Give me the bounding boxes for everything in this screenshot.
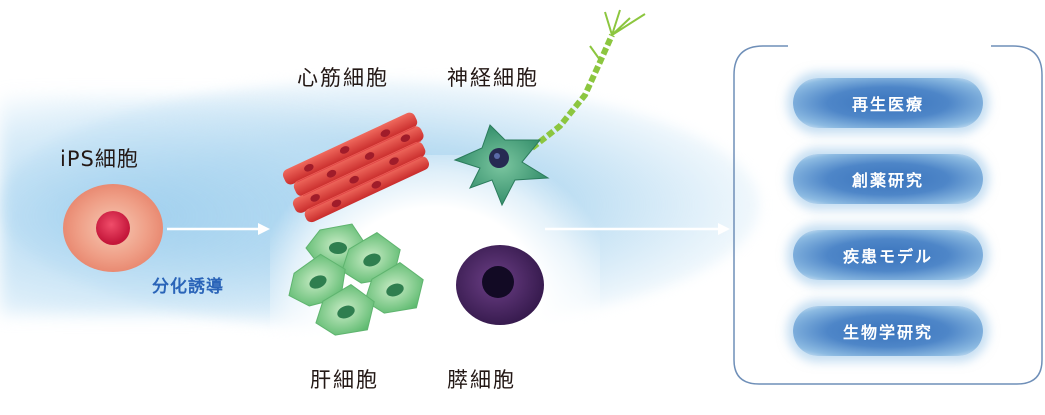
application-disease-model: 疾患モデル (793, 230, 983, 280)
application-drug-discovery: 創薬研究 (793, 154, 983, 204)
neuron-label: 神経細胞 (447, 62, 539, 92)
hepatocyte-icon (279, 224, 432, 345)
application-regenerative-medicine: 再生医療 (793, 78, 983, 128)
cardiomyocyte-icon (278, 111, 437, 227)
neuron-icon (455, 10, 645, 205)
arrow-to-cells-icon (167, 223, 270, 235)
ips-differentiation-diagram: iPS細胞 心筋細胞 神経細胞 肝細胞 膵細胞 分化誘導 再生医療 創薬研究 疾… (0, 0, 1045, 390)
cardiomyocyte-label: 心筋細胞 (297, 62, 389, 92)
application-biology-research: 生物学研究 (793, 306, 983, 356)
ips-cell-label: iPS細胞 (60, 143, 139, 173)
applications-list: 再生医療 創薬研究 疾患モデル 生物学研究 (793, 78, 983, 356)
ips-cell-icon (63, 184, 163, 272)
applications-panel: 再生医療 創薬研究 疾患モデル 生物学研究 (733, 45, 1043, 385)
arrow-to-applications-icon (545, 223, 730, 235)
differentiation-induction-label: 分化誘導 (152, 272, 224, 297)
pancreatic-cell-icon (456, 245, 544, 325)
